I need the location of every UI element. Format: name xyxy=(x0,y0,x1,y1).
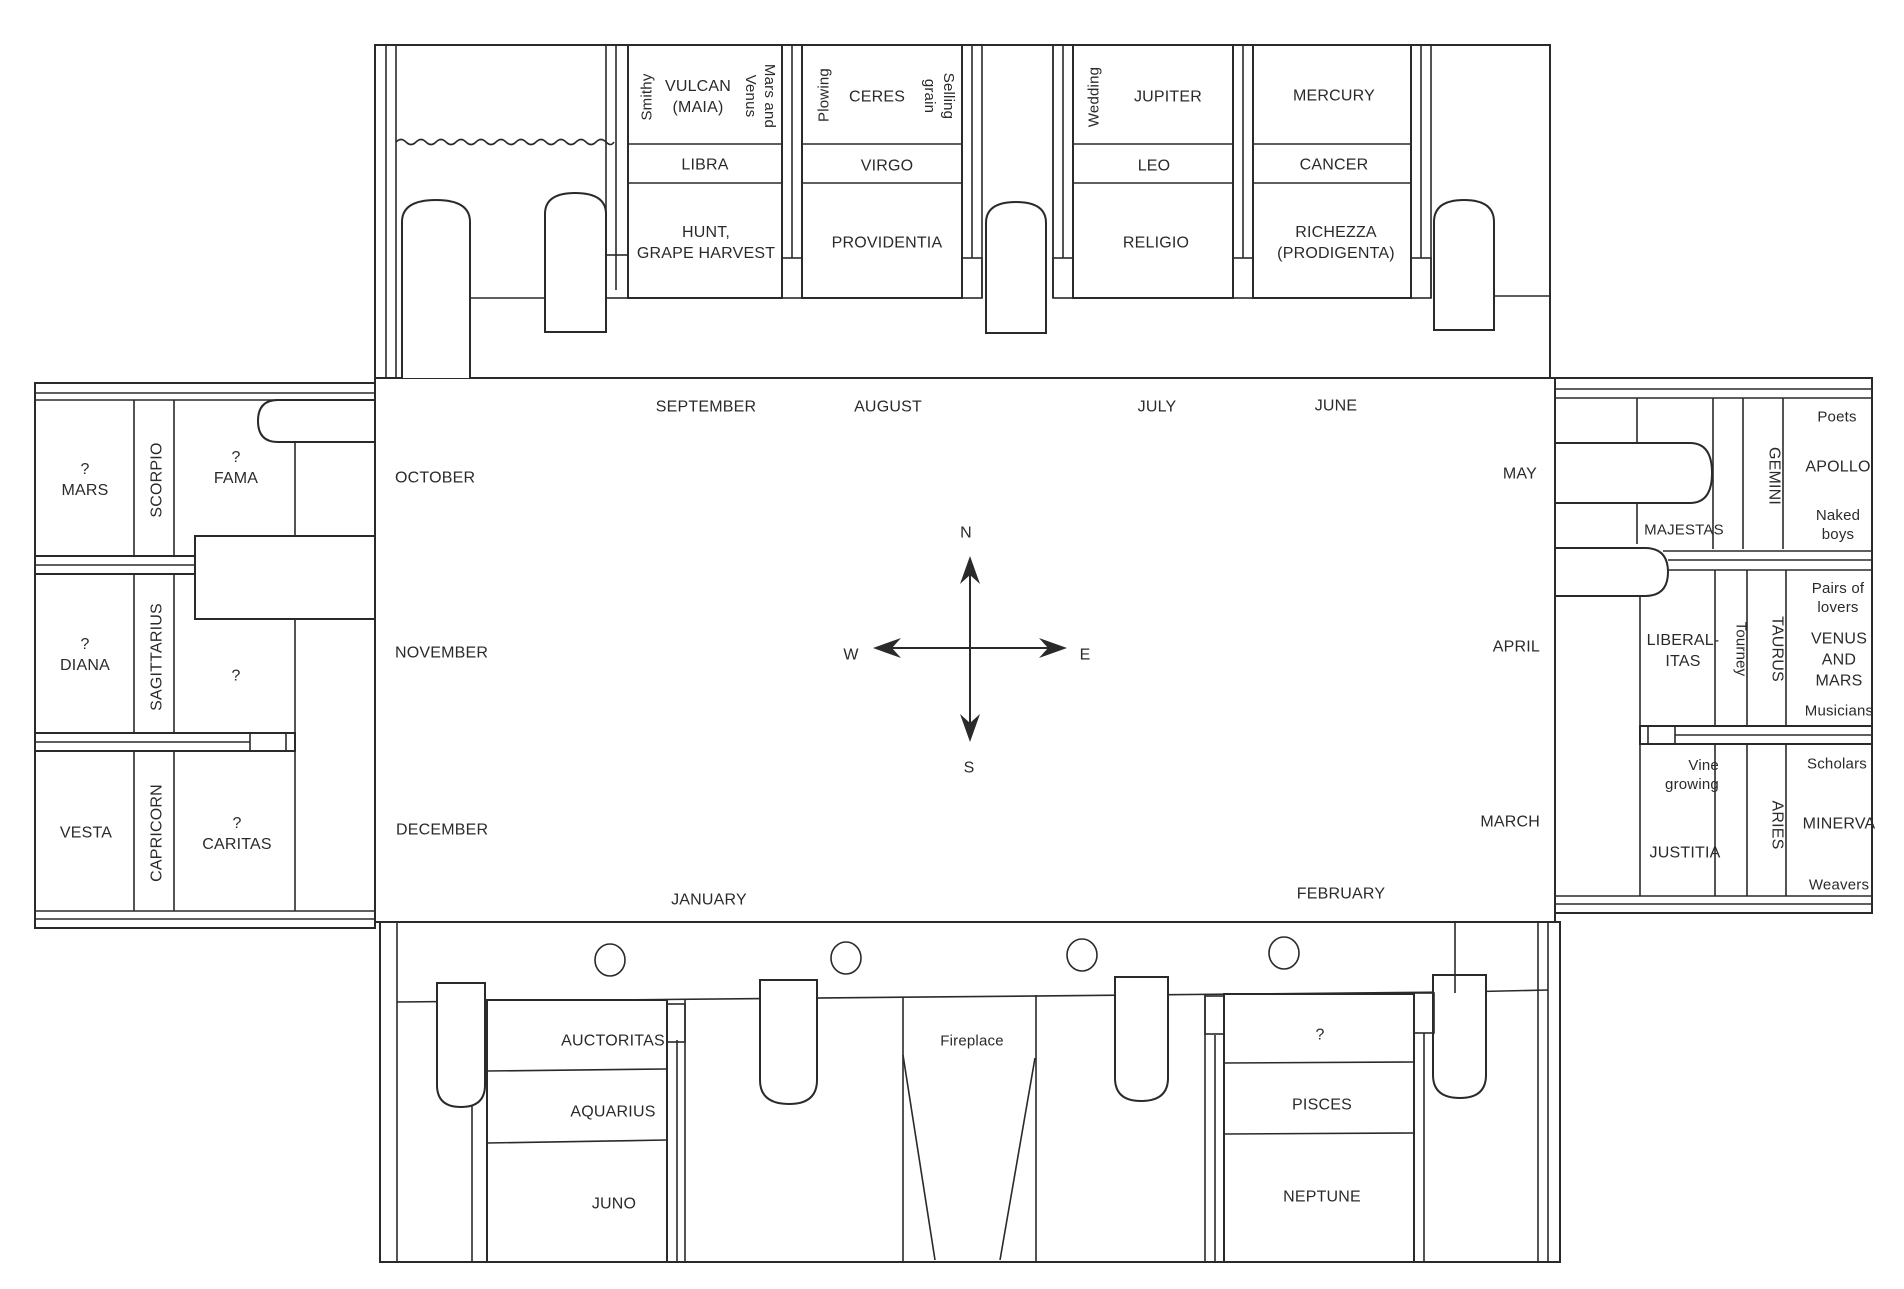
leo-bay-deity: JUPITER xyxy=(1133,88,1203,106)
month-december: DECEMBER xyxy=(396,821,489,839)
virgo-bay-right-scene: Selling grain xyxy=(921,72,957,120)
compass-rose xyxy=(873,556,1067,742)
aries-bay-top-scene: Scholars xyxy=(1807,755,1867,773)
fireplace-label: Fireplace xyxy=(940,1032,1004,1050)
west-arrow-icon xyxy=(873,638,901,658)
taurus-bay-deity: VENUS AND MARS xyxy=(1810,630,1868,690)
leo-bay-virtue: RELIGIO xyxy=(1122,234,1190,252)
month-september: SEPTEMBER xyxy=(655,398,757,416)
pisces-bay-deity: NEPTUNE xyxy=(1283,1188,1361,1206)
libra-bay-deity: VULCAN (MAIA) xyxy=(664,78,732,116)
taurus-bay-side-scene: Tourney xyxy=(1732,621,1750,677)
libra-bay-right-scene: Mars and Venus xyxy=(742,63,778,129)
gemini-bay-bottom-scene: Naked boys xyxy=(1815,507,1861,543)
gemini-bay-virtue: MAJESTAS xyxy=(1644,521,1724,539)
compass-east-label: E xyxy=(1079,646,1091,664)
sagittarius-bay-deity: ? DIANA xyxy=(60,636,110,674)
capricorn-bay-virtue: ? CARITAS xyxy=(202,815,272,853)
month-june: JUNE xyxy=(1314,397,1358,415)
taurus-bay-top-scene: Pairs of lovers xyxy=(1811,580,1865,616)
north-arrow-icon xyxy=(960,556,980,584)
month-february: FEBRUARY xyxy=(1296,885,1386,903)
aries-bay-bottom-scene: Weavers xyxy=(1808,876,1870,894)
south-wing xyxy=(379,921,1561,1263)
aries-bay-virtue: JUSTITIA xyxy=(1649,844,1721,862)
virgo-bay-virtue: PROVIDENTIA xyxy=(831,234,943,252)
month-january: JANUARY xyxy=(671,891,747,909)
north-wing xyxy=(374,44,1551,379)
libra-bay-left-scene: Smithy xyxy=(638,73,656,121)
taurus-bay-virtue: LIBERAL- ITAS xyxy=(1646,632,1720,670)
sign-libra: LIBRA xyxy=(681,156,729,174)
main-hall xyxy=(374,377,1556,923)
sign-gemini: GEMINI xyxy=(1765,446,1783,506)
sign-cancer: CANCER xyxy=(1299,156,1369,174)
sign-sagittarius: SAGITTARIUS xyxy=(148,603,166,711)
sign-taurus: TAURUS xyxy=(1768,616,1786,682)
month-april: APRIL xyxy=(1492,638,1540,656)
south-arrow-icon xyxy=(960,714,980,742)
sign-capricorn: CAPRICORN xyxy=(148,784,166,882)
scorpio-bay-deity: ? MARS xyxy=(61,461,109,499)
compass-west-label: W xyxy=(843,646,859,664)
sign-aquarius: AQUARIUS xyxy=(570,1103,656,1121)
sign-leo: LEO xyxy=(1137,157,1171,175)
pisces-bay-virtue: ? xyxy=(1315,1026,1325,1044)
sign-scorpio: SCORPIO xyxy=(148,442,166,518)
taurus-bay-bottom-scene: Musicians xyxy=(1804,702,1874,720)
aries-bay-side-scene: Vine growing xyxy=(1665,757,1719,793)
aquarius-bay-virtue: AUCTORITAS xyxy=(561,1032,665,1050)
capricorn-bay-deity: VESTA xyxy=(59,824,113,842)
libra-bay-virtue: HUNT, GRAPE HARVEST xyxy=(636,224,776,262)
sagittarius-bay-virtue: ? xyxy=(231,667,241,685)
sign-aries: ARIES xyxy=(1768,800,1786,850)
sign-pisces: PISCES xyxy=(1292,1096,1352,1114)
cancer-bay-virtue: RICHEZZA (PRODIGENTA) xyxy=(1277,224,1395,262)
month-november: NOVEMBER xyxy=(395,644,489,662)
east-wing xyxy=(1554,377,1873,914)
month-october: OCTOBER xyxy=(395,469,476,487)
sign-virgo: VIRGO xyxy=(860,157,914,175)
aries-bay-deity: MINERVA xyxy=(1802,815,1876,833)
month-may: MAY xyxy=(1502,465,1537,483)
leo-bay-left-scene: Wedding xyxy=(1085,66,1103,128)
month-july: JULY xyxy=(1137,398,1177,416)
gemini-bay-deity: APOLLO xyxy=(1805,458,1871,476)
aquarius-bay-deity: JUNO xyxy=(591,1195,637,1213)
virgo-bay-deity: CERES xyxy=(848,88,906,106)
scorpio-bay-virtue: ? FAMA xyxy=(213,449,259,487)
west-wing xyxy=(34,382,376,929)
month-march: MARCH xyxy=(1480,813,1540,831)
virgo-bay-left-scene: Plowing xyxy=(815,68,833,122)
compass-south-label: S xyxy=(963,759,975,777)
month-august: AUGUST xyxy=(854,398,922,416)
compass-north-label: N xyxy=(960,524,972,542)
east-arrow-icon xyxy=(1039,638,1067,658)
gemini-bay-top-scene: Poets xyxy=(1817,408,1857,426)
cancer-bay-deity: MERCURY xyxy=(1292,87,1376,105)
